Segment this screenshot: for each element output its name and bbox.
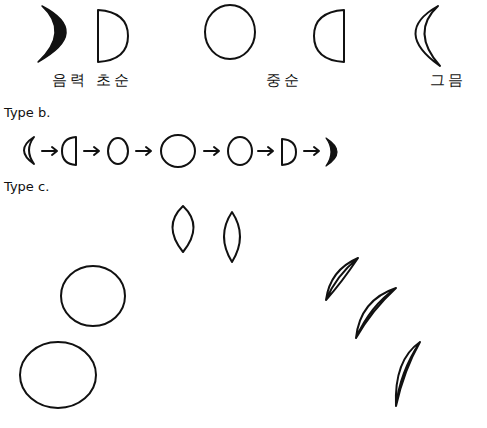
phase-label: Type c. — [4, 180, 49, 194]
phase-label: 그믐 — [430, 72, 466, 89]
phase-label: Type b. — [4, 106, 50, 120]
phase-label: 중순 — [266, 72, 302, 89]
phase-label: 음력 초순 — [52, 72, 132, 89]
